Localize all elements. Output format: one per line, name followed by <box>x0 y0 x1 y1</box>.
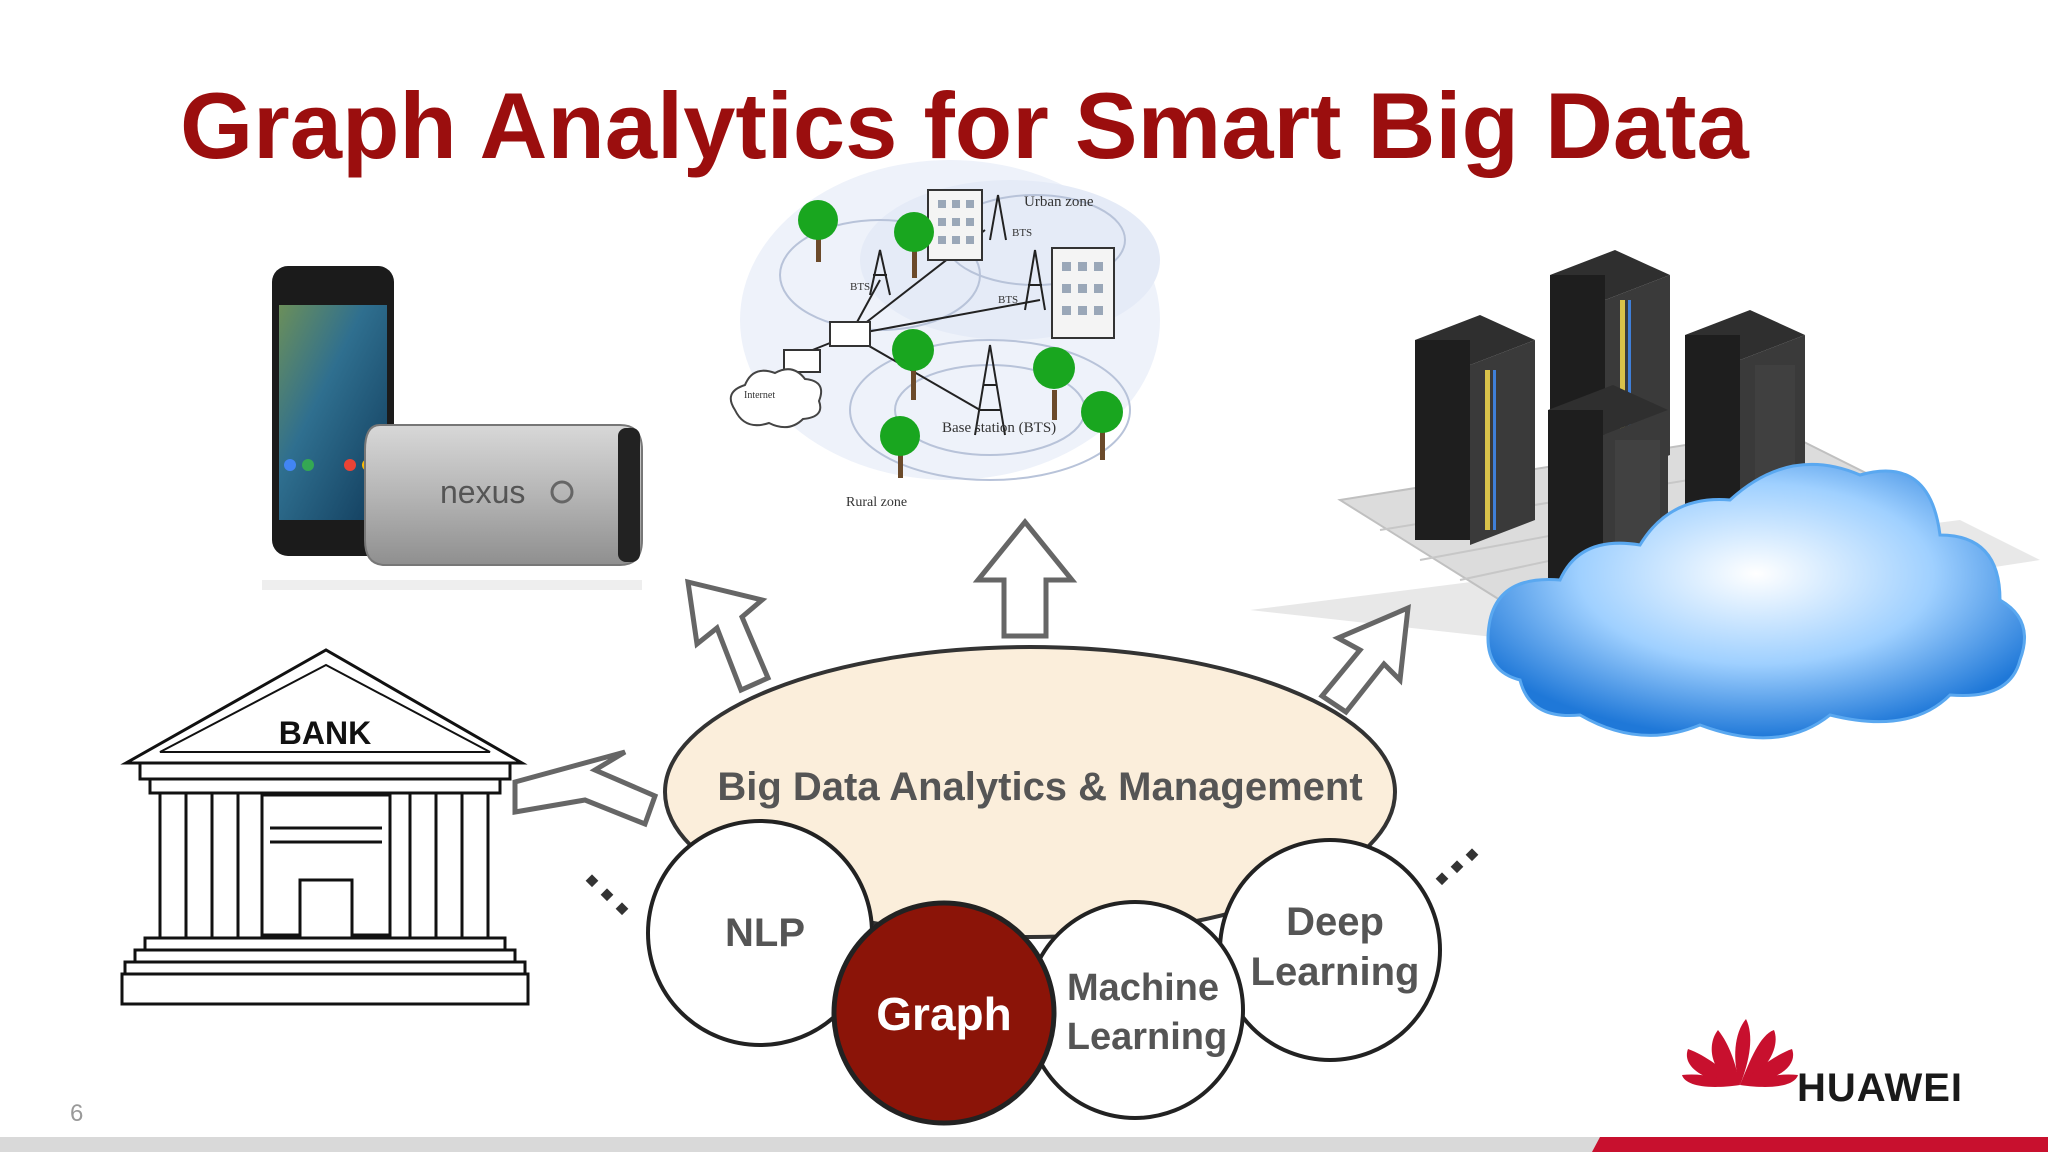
footer-bar <box>0 1137 2048 1152</box>
urban-zone-label: Urban zone <box>1024 194 1094 210</box>
dots-left <box>585 874 629 916</box>
brand-name: HUAWEI <box>1797 1066 1963 1110</box>
phone-illustration: nexus <box>262 266 643 590</box>
bts-label-2: BTS <box>998 294 1018 306</box>
datacenter-illustration <box>1250 250 2040 740</box>
deep-learning-label-line1: Deep <box>1286 900 1384 944</box>
arrow-to-cloud <box>1318 604 1411 716</box>
arrow-to-bank <box>512 749 659 828</box>
dots-right <box>1435 848 1479 886</box>
graph-label: Graph <box>876 988 1011 1040</box>
machine-learning-label-line1: Machine <box>1067 967 1219 1009</box>
bank-illustration <box>120 648 530 1006</box>
arrows <box>512 518 1411 828</box>
phone-brand-text: nexus <box>440 474 525 510</box>
nlp-label: NLP <box>725 911 805 955</box>
base-station-label: Base station (BTS) <box>942 420 1056 436</box>
slide-title: Graph Analytics for Smart Big Data <box>180 73 1749 178</box>
bts-label-1: BTS <box>850 281 870 293</box>
machine-learning-label-line2: Learning <box>1067 1016 1227 1058</box>
network-map-illustration: Urban zone Base station (BTS) Rural zone… <box>729 160 1160 510</box>
graph-circle <box>831 900 1057 1126</box>
footer-accent <box>1592 1137 2048 1152</box>
bank-sign: BANK <box>279 715 371 751</box>
huawei-logo-icon <box>1682 1019 1798 1087</box>
arrow-to-network <box>972 518 1078 639</box>
machine-learning-circle <box>1025 900 1245 1120</box>
rural-zone-label: Rural zone <box>846 495 907 510</box>
bts-label-3: BTS <box>1012 227 1032 239</box>
internet-label: Internet <box>744 390 775 401</box>
hub-label: Big Data Analytics & Management <box>717 765 1362 809</box>
arrow-to-phone <box>684 578 772 694</box>
slide-number: 6 <box>70 1100 84 1127</box>
deep-learning-label-line2: Learning <box>1251 950 1420 994</box>
